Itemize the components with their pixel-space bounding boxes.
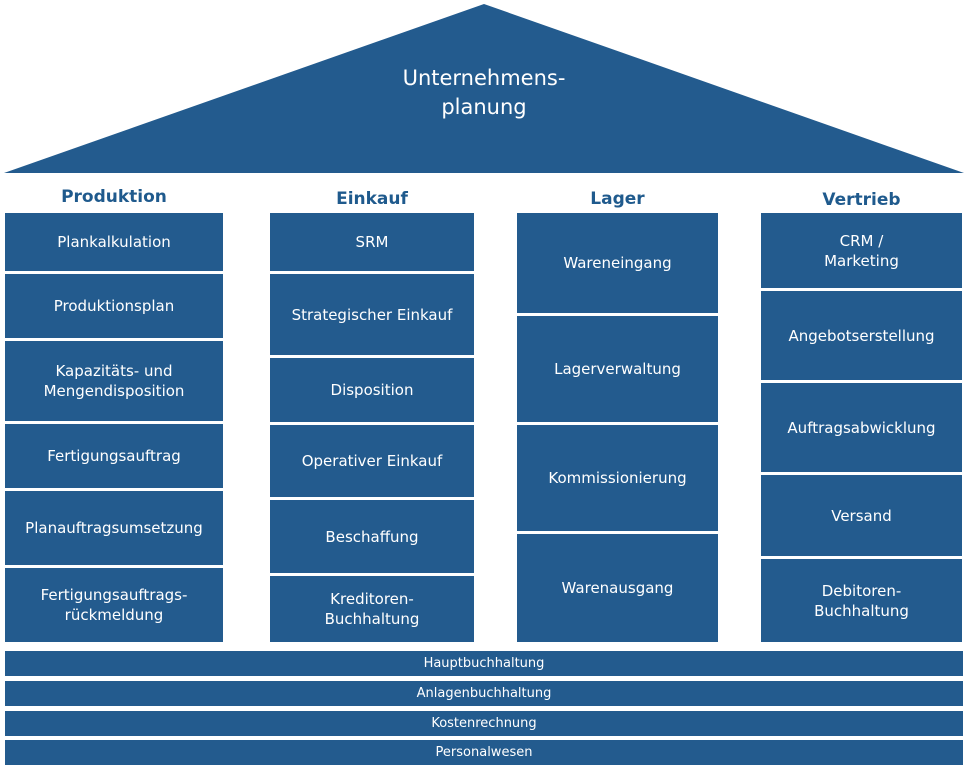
foundation-label: Anlagenbuchhaltung bbox=[416, 686, 552, 701]
module-box: SRM bbox=[270, 213, 474, 271]
foundation-bar-kostenrechnung: Kostenrechnung bbox=[5, 711, 963, 736]
module-box: Lagerverwaltung bbox=[517, 316, 718, 422]
column-header-lager: Lager bbox=[590, 189, 645, 209]
module-label: Lagerverwaltung bbox=[554, 360, 681, 378]
module-label: Auftragsabwicklung bbox=[787, 418, 936, 437]
column-header-vertrieb: Vertrieb bbox=[822, 190, 901, 210]
module-label: Warenausgang bbox=[561, 579, 674, 597]
module-box: Kreditoren- Buchhaltung bbox=[270, 576, 474, 642]
foundation-label: Kostenrechnung bbox=[431, 716, 537, 731]
module-label: Versand bbox=[831, 506, 892, 525]
module-box: Disposition bbox=[270, 358, 474, 422]
module-box: Strategischer Einkauf bbox=[270, 274, 474, 355]
module-label: Produktionsplan bbox=[53, 297, 175, 315]
module-label: Fertigungsauftrags- rückmeldung bbox=[40, 586, 188, 624]
roof-triangle bbox=[4, 4, 964, 173]
module-label: CRM / Marketing bbox=[824, 231, 899, 270]
column-header-einkauf: Einkauf bbox=[336, 189, 408, 209]
module-label: Kapazitäts- und Mengendisposition bbox=[43, 362, 185, 400]
roof bbox=[4, 4, 964, 173]
module-label: Planauftragsumsetzung bbox=[25, 519, 203, 537]
module-box: Beschaffung bbox=[270, 500, 474, 573]
module-box: Kapazitäts- und Mengendisposition bbox=[5, 341, 223, 421]
module-box: Warenausgang bbox=[517, 534, 718, 642]
module-label: Plankalkulation bbox=[57, 233, 171, 251]
module-box: Fertigungsauftrags- rückmeldung bbox=[5, 568, 223, 642]
module-label: SRM bbox=[355, 233, 389, 251]
module-label: Wareneingang bbox=[563, 254, 672, 272]
module-box: Produktionsplan bbox=[5, 274, 223, 338]
module-box: Operativer Einkauf bbox=[270, 425, 474, 497]
module-label: Angebotserstellung bbox=[788, 326, 935, 345]
foundation-bar-hauptbuchhaltung: Hauptbuchhaltung bbox=[5, 651, 963, 676]
foundation-bar-personalwesen: Personalwesen bbox=[5, 740, 963, 765]
roof-title: Unternehmens- planung bbox=[402, 66, 566, 119]
module-box: Fertigungsauftrag bbox=[5, 424, 223, 488]
module-box: Plankalkulation bbox=[5, 213, 223, 271]
module-label: Kreditoren- Buchhaltung bbox=[324, 590, 420, 628]
module-box: Angebotserstellung bbox=[761, 291, 962, 380]
module-label: Disposition bbox=[330, 381, 414, 399]
module-box: CRM / Marketing bbox=[761, 213, 962, 288]
module-box: Wareneingang bbox=[517, 213, 718, 313]
module-box: Versand bbox=[761, 475, 962, 556]
module-label: Beschaffung bbox=[325, 527, 419, 546]
module-label: Fertigungsauftrag bbox=[47, 447, 181, 465]
module-box: Debitoren- Buchhaltung bbox=[761, 559, 962, 642]
column-header-produktion: Produktion bbox=[61, 187, 167, 207]
module-label: Operativer Einkauf bbox=[301, 452, 443, 470]
module-label: Strategischer Einkauf bbox=[291, 305, 453, 324]
module-box: Auftragsabwicklung bbox=[761, 383, 962, 472]
foundation-bar-anlagenbuchhaltung: Anlagenbuchhaltung bbox=[5, 681, 963, 706]
module-box: Planauftragsumsetzung bbox=[5, 491, 223, 565]
module-box: Kommissionierung bbox=[517, 425, 718, 531]
foundation-label: Personalwesen bbox=[435, 745, 533, 760]
module-label: Kommissionierung bbox=[548, 469, 687, 487]
foundation-label: Hauptbuchhaltung bbox=[423, 656, 545, 671]
module-label: Debitoren- Buchhaltung bbox=[814, 581, 909, 620]
